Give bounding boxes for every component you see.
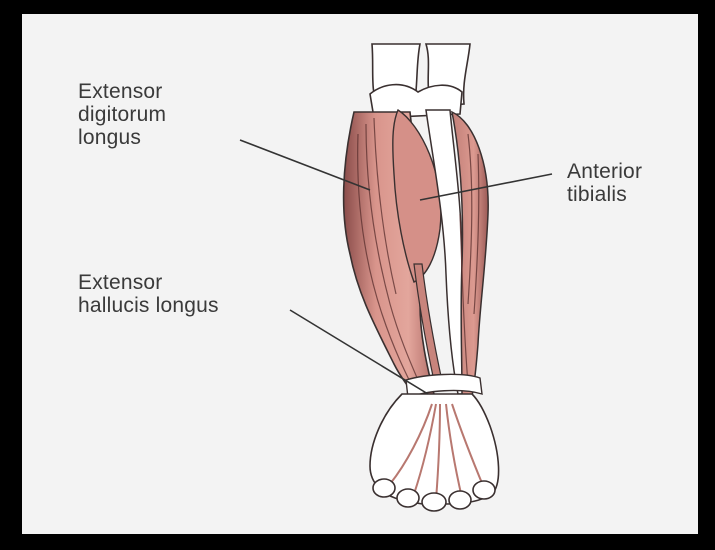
label-line: digitorum: [78, 103, 166, 126]
label-anterior-tibialis: Anterior tibialis: [567, 160, 642, 206]
label-line: Anterior: [567, 160, 642, 183]
label-line: longus: [78, 126, 166, 149]
knee-bones: [370, 44, 470, 118]
label-line: Extensor: [78, 80, 166, 103]
label-extensor-hallucis-longus: Extensor hallucis longus: [78, 271, 219, 317]
label-line: tibialis: [567, 183, 642, 206]
label-line: Extensor: [78, 271, 219, 294]
label-line: hallucis longus: [78, 294, 219, 317]
foot: [370, 394, 499, 511]
label-extensor-digitorum-longus: Extensor digitorum longus: [78, 80, 166, 149]
diagram-panel: Extensor digitorum longus Anterior tibia…: [22, 14, 698, 534]
